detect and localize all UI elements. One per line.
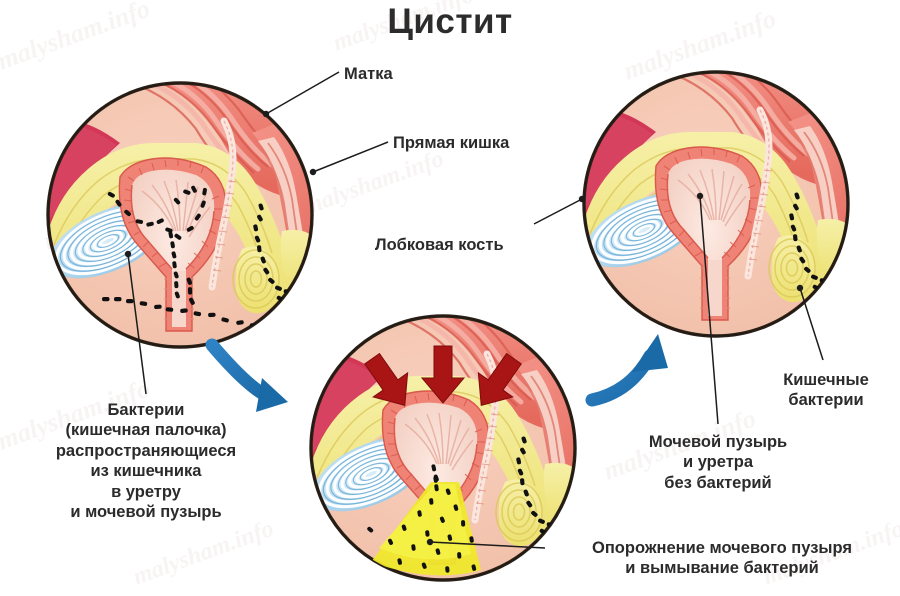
label-emptying-line2: и вымывание бактерий (625, 559, 819, 578)
panel-bladder-emptying (302, 298, 577, 582)
leader-pubic-bone (533, 198, 583, 225)
bacteria-flushing (431, 464, 439, 492)
label-bacteria-spread-line4: из кишечника (90, 462, 202, 481)
label-bacteria-spread-line2: (кишечная палочка) (65, 421, 227, 440)
label-bacteria-spread: Бактерии (кишечная палочка) распространя… (6, 400, 286, 523)
label-pubic-bone: Лобковая кость (375, 236, 504, 254)
label-clean-bladder-line2: и уретра (682, 453, 754, 472)
panel-bladder-clean (575, 54, 850, 338)
leader-rectum (312, 141, 389, 173)
label-emptying: Опорожнение мочевого пузыря и вымывание … (548, 538, 896, 579)
label-clean-bladder: Мочевой пузырь и уретра без бактерий (608, 432, 828, 493)
bacteria-perineum (102, 277, 258, 328)
leader-lines (124, 71, 824, 549)
page-title: Цистит (387, 2, 513, 41)
label-uterus: Матка (344, 65, 393, 83)
leader-emptying (429, 541, 546, 549)
label-clean-bladder-line1: Мочевой пузырь (648, 433, 788, 451)
label-intestinal-bacteria: Кишечные бактерии (752, 370, 900, 411)
arrow-emptying-to-clean (585, 334, 668, 407)
label-intestinal-bacteria-line2: бактерии (788, 391, 864, 410)
label-clean-bladder-line3: без бактерий (664, 473, 772, 492)
label-intestinal-bacteria-line1: Кишечные (783, 371, 869, 389)
arrow-infected-to-emptying (205, 338, 288, 412)
panel-bladder-with-bacteria (39, 65, 314, 349)
label-rectum: Прямая кишка (393, 134, 510, 152)
label-bacteria-spread-line5: в уретру (111, 482, 181, 501)
label-bacteria-spread-line6: и мочевой пузырь (70, 503, 222, 522)
leader-uterus (265, 71, 340, 115)
label-emptying-line1: Опорожнение мочевого пузыря (592, 539, 852, 557)
leader-bacteria-spread (127, 253, 147, 395)
label-bacteria-spread-line1: Бактерии (107, 401, 185, 419)
leader-intestinal-bacteria (799, 287, 824, 361)
leader-clean-bladder (699, 195, 719, 425)
label-bacteria-spread-line3: распространяющиеся (55, 441, 237, 460)
